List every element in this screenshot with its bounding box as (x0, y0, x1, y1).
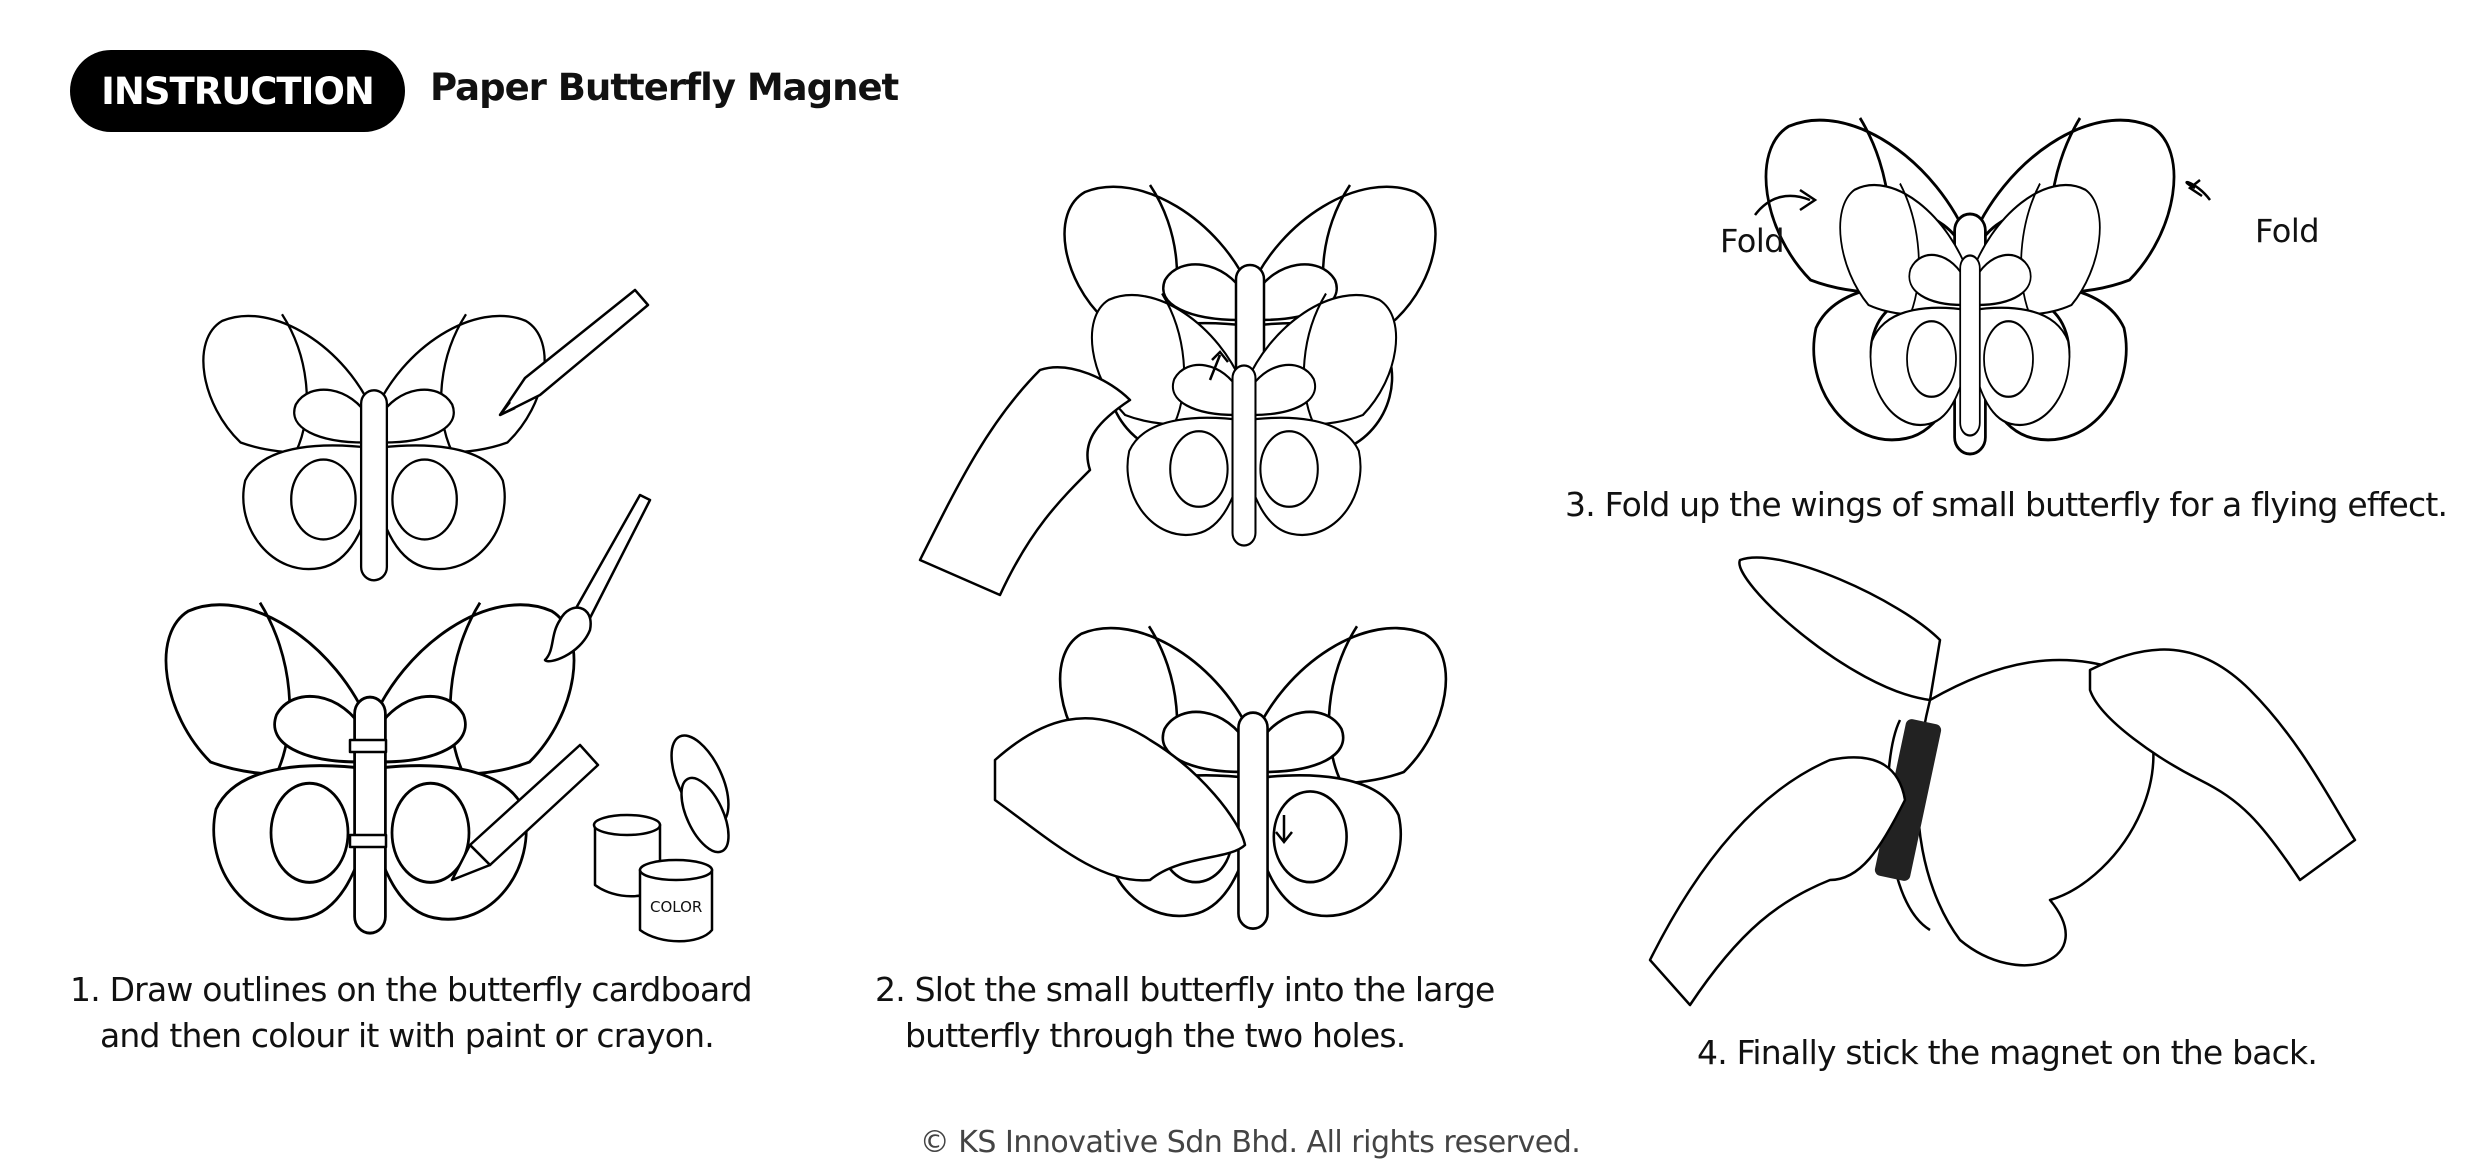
copyright-footer: © KS Innovative Sdn Bhd. All rights rese… (919, 1125, 1581, 1160)
page-title: Paper Butterfly Magnet (430, 66, 899, 109)
paint-pots-icon (592, 734, 730, 943)
fold-arrow-left-icon (1754, 188, 1818, 216)
instruction-badge: INSTRUCTION (70, 50, 405, 132)
step2-line2: butterfly through the two holes. (905, 1016, 1406, 1055)
step1-line2: and then colour it with paint or crayon. (100, 1016, 715, 1055)
step3-folded-butterfly (1754, 118, 2211, 454)
paint-pot-label: COLOR (650, 898, 703, 916)
fold-label-left: Fold (1720, 222, 1785, 260)
paintbrush-icon (543, 493, 652, 663)
fold-label-right: Fold (2255, 212, 2320, 250)
crayon-icon (450, 743, 600, 882)
instruction-badge-label: INSTRUCTION (101, 69, 375, 113)
fold-arrow-right-icon (2185, 179, 2211, 201)
step4-caption: 4. Finally stick the magnet on the back. (1697, 1033, 2318, 1072)
pencil-icon (498, 288, 650, 417)
step1-large-butterfly (166, 603, 574, 933)
step2-butterfly-slotting (993, 626, 1446, 928)
step3-caption: 3. Fold up the wings of small butterfly … (1565, 485, 2448, 524)
step4-magnet-on-back (1648, 556, 2357, 1007)
step2-butterflies-with-hand (918, 185, 1435, 597)
step1-small-butterfly (203, 314, 544, 580)
step1-line1: 1. Draw outlines on the butterfly cardbo… (70, 970, 753, 1009)
magnet-strip (1874, 719, 1942, 881)
step1-caption: 1. Draw outlines on the butterfly cardbo… (70, 967, 753, 1059)
step2-caption: 2. Slot the small butterfly into the lar… (875, 967, 1495, 1059)
step2-line1: 2. Slot the small butterfly into the lar… (875, 970, 1495, 1009)
